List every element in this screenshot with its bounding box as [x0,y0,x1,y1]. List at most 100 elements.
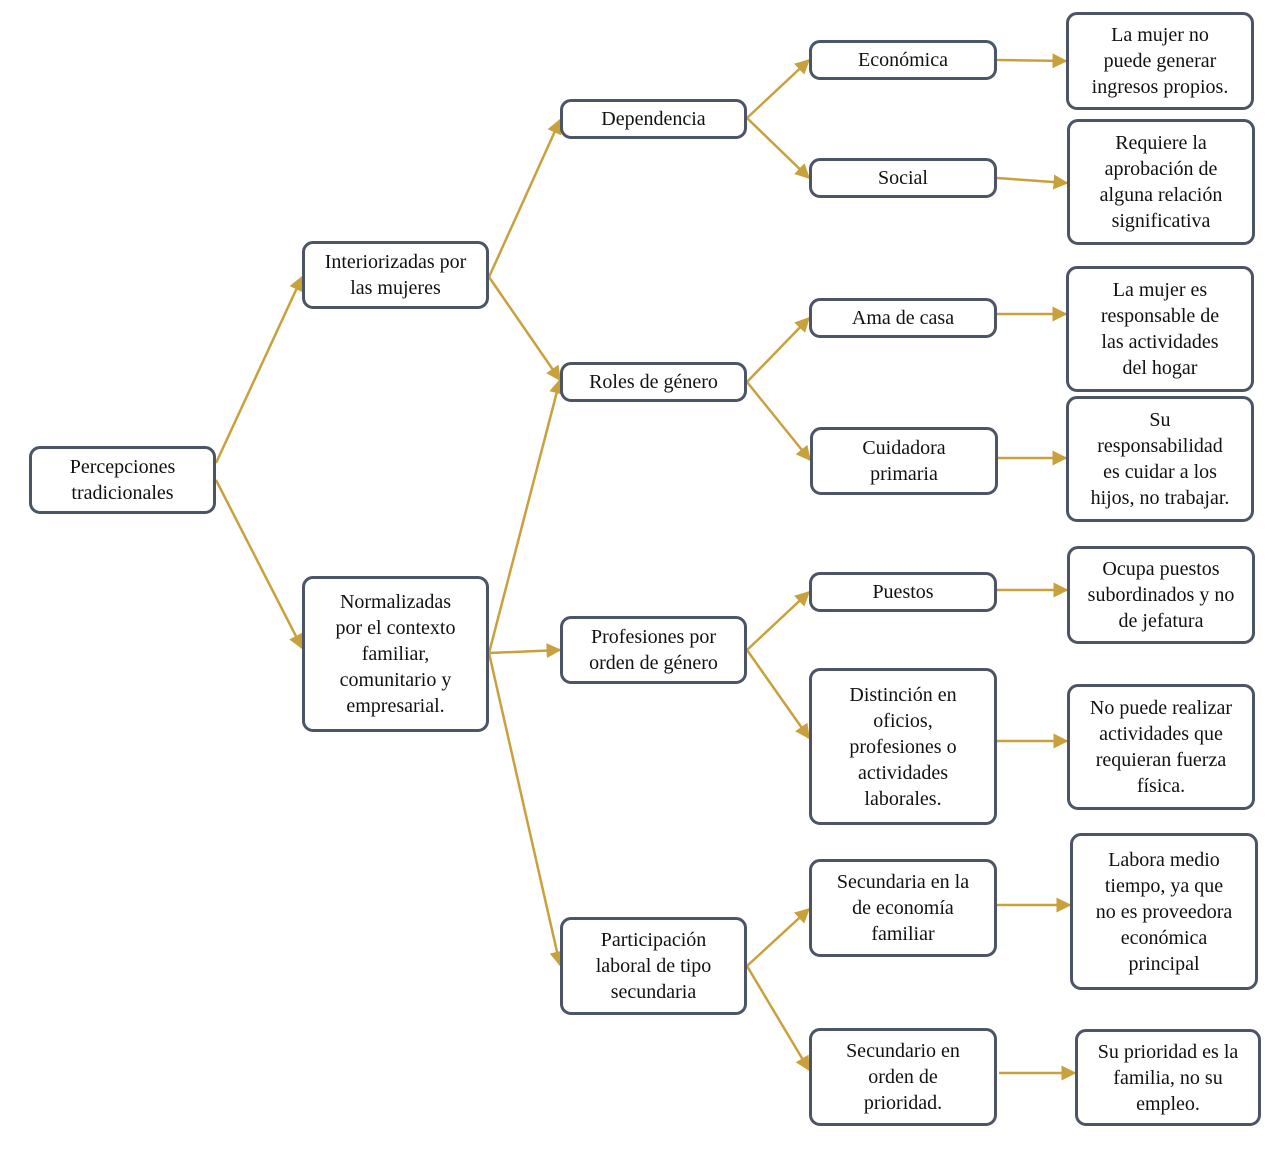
node-line: subordinados y no [1087,584,1235,606]
node-line: actividades [858,761,948,784]
node-line: alguna relación [1099,184,1223,206]
node-line: hijos, no trabajar. [1090,487,1230,509]
node-line: significativa [1111,210,1211,232]
node-line: por el contexto [335,617,456,639]
node-line: requieran fuerza [1095,749,1227,771]
connector-arrow [745,965,811,1072]
node-line: de economía [852,897,954,919]
node-line: orden de [868,1066,938,1088]
node-line: no es proveedora [1095,900,1233,923]
node-secundario-prioridad: Secundario en orden de prioridad. [809,1028,997,1126]
node-line: tiempo, ya que [1104,874,1224,897]
connector-arrow [214,479,304,650]
node-line: responsable de [1100,305,1220,327]
node-line: Secundario en [846,1040,960,1062]
node-desc-economica: La mujer no puede generar ingresos propios… [1066,12,1254,110]
connector-arrow [487,378,564,654]
node-line: empleo. [1136,1092,1200,1115]
node-line: Su prioridad es la [1097,1040,1239,1063]
node-desc-social: Requiere la aprobación de alguna relación s… [1067,119,1255,245]
node-ama-de-casa: Ama de casa [809,298,997,338]
connector-arrow [746,590,811,651]
node-line: laboral de tipo [595,955,712,977]
node-line: Su [1149,409,1171,431]
node-desc-cuidadora: Su responsabilidad es cuidar a los hijos, n… [1066,396,1254,522]
node-line: prioridad. [863,1092,943,1114]
node-desc-secundario-prioridad: Su prioridad es la familia, no su empleo. [1075,1029,1261,1126]
node-cuidadora-primaria: Cuidadora primaria [810,427,998,495]
node-line: actividades que [1099,723,1223,745]
node-line: familia, no su [1113,1066,1223,1089]
node-line: Ocupa puestos [1102,558,1220,580]
node-line: Puestos [872,581,934,603]
node-desc-distincion: No puede realizar actividades que requiera… [1067,684,1255,810]
node-line: comunitario y [339,669,452,691]
node-line: laborales. [864,787,942,810]
connector-arrow [488,643,562,659]
node-line: tradicionales [71,482,174,504]
connector-arrow [996,174,1069,190]
node-line: Percepciones [69,456,176,478]
node-percepciones-tradicionales: Percepciones tradicionales [29,446,216,514]
connector-arrow [746,907,811,967]
node-line: física. [1136,775,1186,797]
node-distincion: Distinción en oficios, profesiones o activi… [809,668,997,825]
node-line: principal [1128,952,1200,975]
node-puestos: Puestos [809,572,997,612]
node-social: Social [809,158,997,198]
node-participacion: Participación laboral de tipo secundaria [560,917,747,1015]
connector-arrow [745,649,811,740]
node-line: las mujeres [350,277,441,299]
node-line: aprobación de [1104,158,1218,180]
node-line: Cuidadora [862,437,946,459]
node-line: No puede realizar [1089,697,1233,719]
node-line: profesiones o [849,735,957,758]
node-line: familiar [871,923,935,945]
node-line: Ama de casa [851,307,955,329]
connector-arrow [487,276,562,382]
node-interiorizadas: Interiorizadas por las mujeres [302,241,489,309]
connector-arrow [214,275,304,464]
node-line: La mujer no [1111,24,1209,46]
node-line: empresarial. [346,695,445,717]
node-secundaria-economia: Secundaria en la de economía familiar [809,859,997,957]
node-line: las actividades [1101,331,1219,353]
node-line: Labora medio [1108,848,1220,871]
node-line: orden de género [589,652,718,674]
node-desc-ama-de-casa: La mujer es responsable de las actividades… [1066,266,1254,392]
node-line: Normalizadas [339,591,452,613]
node-dependencia: Dependencia [560,99,747,139]
node-line: Requiere la [1115,132,1207,154]
node-economica: Económica [809,40,997,80]
node-line: Distinción en [849,683,957,706]
node-line: familiar, [361,643,430,665]
node-desc-puestos: Ocupa puestos subordinados y no de jefatur… [1067,546,1255,644]
node-line: Roles de género [589,371,718,393]
node-line: puede generar [1103,50,1217,72]
node-line: del hogar [1122,357,1198,379]
connector-arrow [746,58,811,119]
node-line: Social [878,167,928,189]
node-line: oficios, [873,709,933,732]
node-line: ingresos propios. [1091,76,1229,98]
node-normalizadas: Normalizadas por el contexto familiar, comu… [302,576,489,732]
connector-arrow [746,316,811,383]
node-line: Participación [600,929,707,951]
node-line: responsabilidad [1097,435,1223,457]
node-roles-de-genero: Roles de género [560,362,747,402]
node-line: Secundaria en la [836,871,970,893]
connector-arrow [746,381,811,462]
node-line: Profesiones por [591,626,716,648]
node-line: económica [1120,926,1208,949]
node-line: es cuidar a los [1103,461,1217,483]
node-profesiones: Profesiones por orden de género [560,616,747,684]
connector-arrow [487,118,562,278]
node-desc-secundaria-economia: Labora medio tiempo, ya que no es proveedo… [1070,833,1258,990]
node-line: primaria [870,463,938,485]
node-line: Interiorizadas por [324,251,467,273]
node-line: secundaria [610,981,697,1003]
node-line: La mujer es [1112,279,1208,301]
node-line: de jefatura [1118,610,1204,632]
node-line: Económica [858,49,948,71]
